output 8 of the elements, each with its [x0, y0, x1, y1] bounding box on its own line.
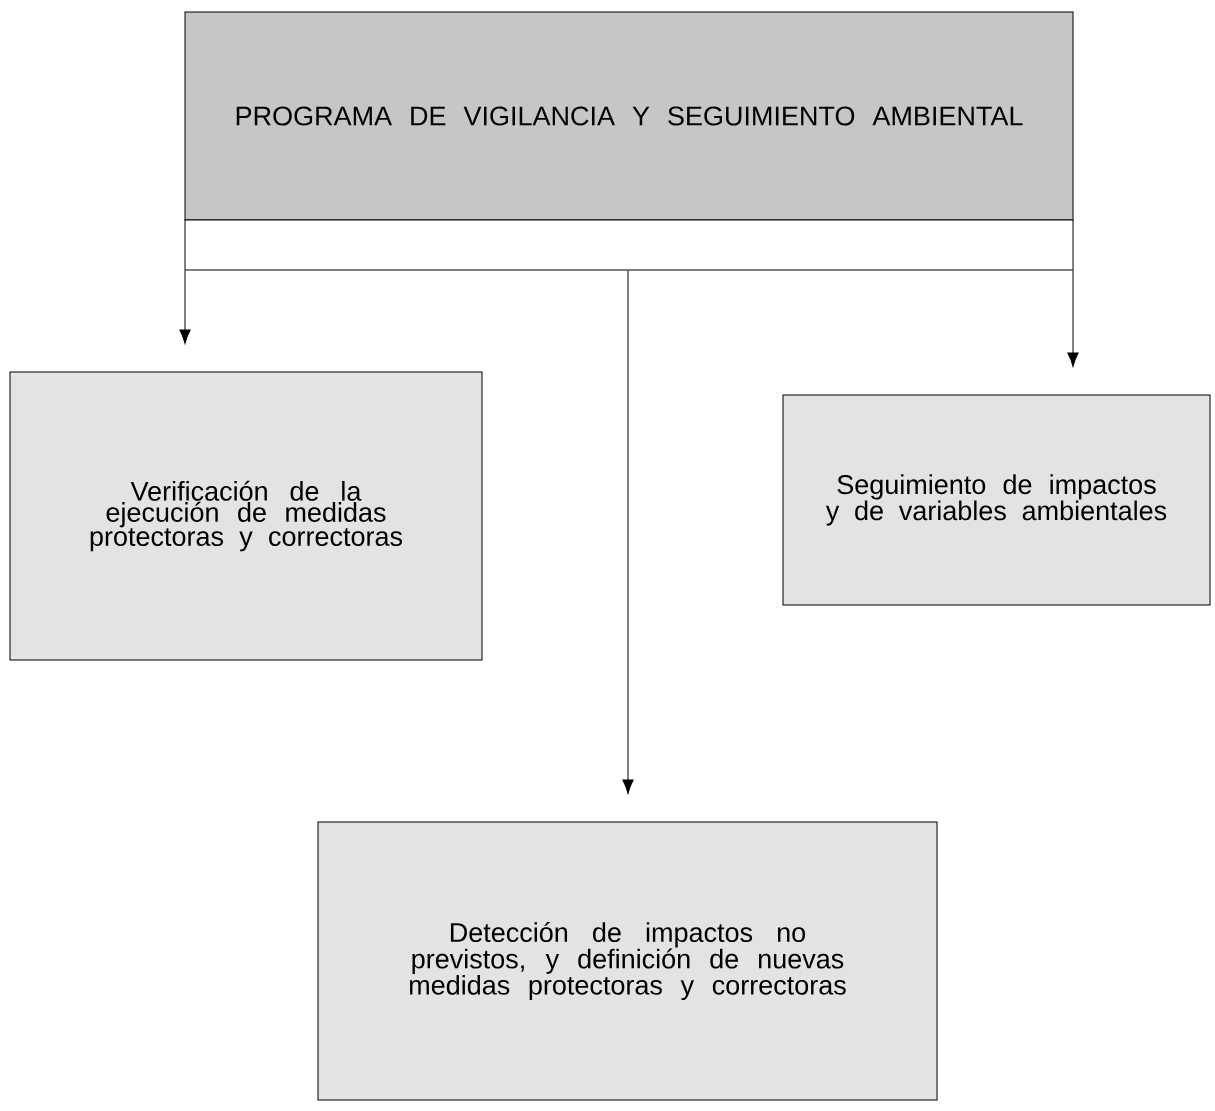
arrow [622, 270, 634, 794]
process-box: Verificación de la ejecución de medidas protectoras y correctoras [9, 371, 483, 661]
process-box: Seguimiento de impactos y de variables ambientales [782, 394, 1211, 606]
arrow [1067, 270, 1079, 367]
process-box: Detección de impactos no previstos, y definición de nuevas medidas protectoras y correctoras [317, 821, 938, 1101]
band-box [184, 219, 1074, 271]
title-box: PROGRAMA DE VIGILANCIA Y SEGUIMIENTO AMBIENTAL [184, 11, 1074, 221]
arrow [179, 270, 191, 344]
